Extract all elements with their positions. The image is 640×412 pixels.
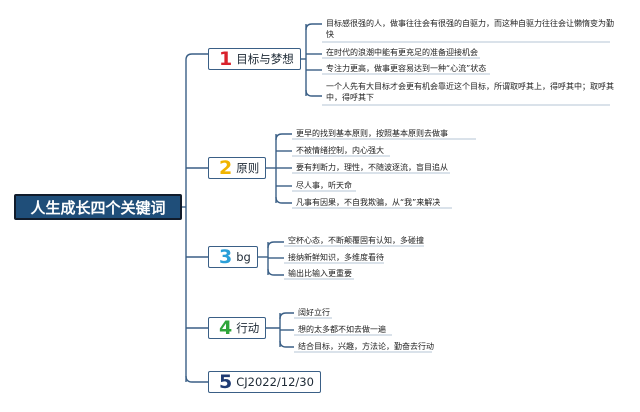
leaf-goals-3[interactable]: 专注力更高，做事更容易达到一种“心流”状态 xyxy=(326,64,487,73)
topic-number: 3 xyxy=(219,245,233,268)
topic-number: 5 xyxy=(219,370,233,393)
topic-date[interactable]: 5 CJ2022/12/30 xyxy=(208,371,321,393)
topic-label: 原则 xyxy=(236,161,260,175)
central-topic[interactable]: 人生成长四个关键词 xyxy=(14,194,182,220)
leaf-goals-2[interactable]: 在时代的浪潮中能有更充足的准备迎接机会 xyxy=(326,48,478,57)
leaf-bg-3[interactable]: 输出比输入更重要 xyxy=(288,269,352,278)
topic-goals-and-dreams[interactable]: 1 目标与梦想 xyxy=(208,48,301,70)
leaf-principles-2[interactable]: 不被情绪控制，内心强大 xyxy=(296,146,384,155)
leaf-action-3[interactable]: 结合目标，兴趣，方法论，勤奋去行动 xyxy=(298,342,434,351)
leaf-goals-4[interactable]: 一个人先有大目标才会更有机会靠近这个目标，所谓取呼其上，得呼其中；取呼其中，得呼… xyxy=(326,82,614,102)
topic-bg[interactable]: 3 bg xyxy=(208,246,258,268)
topic-label: CJ2022/12/30 xyxy=(236,375,314,389)
leaf-principles-5[interactable]: 凡事有因果，不自我欺骗，从“我”来解决 xyxy=(296,198,441,207)
leaf-principles-1[interactable]: 更早的找到基本原则，按照基本原则去做事 xyxy=(296,129,448,138)
topic-label: 行动 xyxy=(236,321,260,335)
topic-label: 目标与梦想 xyxy=(236,52,294,66)
leaf-bg-1[interactable]: 空杯心态，不断颠覆固有认知，多碰撞 xyxy=(288,236,424,245)
topic-label: bg xyxy=(236,250,251,264)
leaf-principles-3[interactable]: 要有判断力，理性，不随波逐流，盲目追从 xyxy=(296,163,448,172)
leaf-principles-4[interactable]: 尽人事，听天命 xyxy=(296,181,352,190)
leaf-action-1[interactable]: 阔好立行 xyxy=(298,308,330,317)
topic-action[interactable]: 4 行动 xyxy=(208,316,267,339)
topic-number: 4 xyxy=(219,316,233,339)
leaf-goals-1[interactable]: 目标感很强的人，做事往往会有很强的自驱力，而这种自驱力往往会让懒惰变为勤快 xyxy=(326,19,614,39)
leaf-bg-2[interactable]: 接纳新鲜知识，多维度看待 xyxy=(288,253,384,262)
topic-number: 2 xyxy=(219,156,233,179)
topic-number: 1 xyxy=(219,47,233,70)
topic-principles[interactable]: 2 原则 xyxy=(208,156,267,179)
leaf-action-2[interactable]: 想的太多都不如去做一遍 xyxy=(298,325,386,334)
